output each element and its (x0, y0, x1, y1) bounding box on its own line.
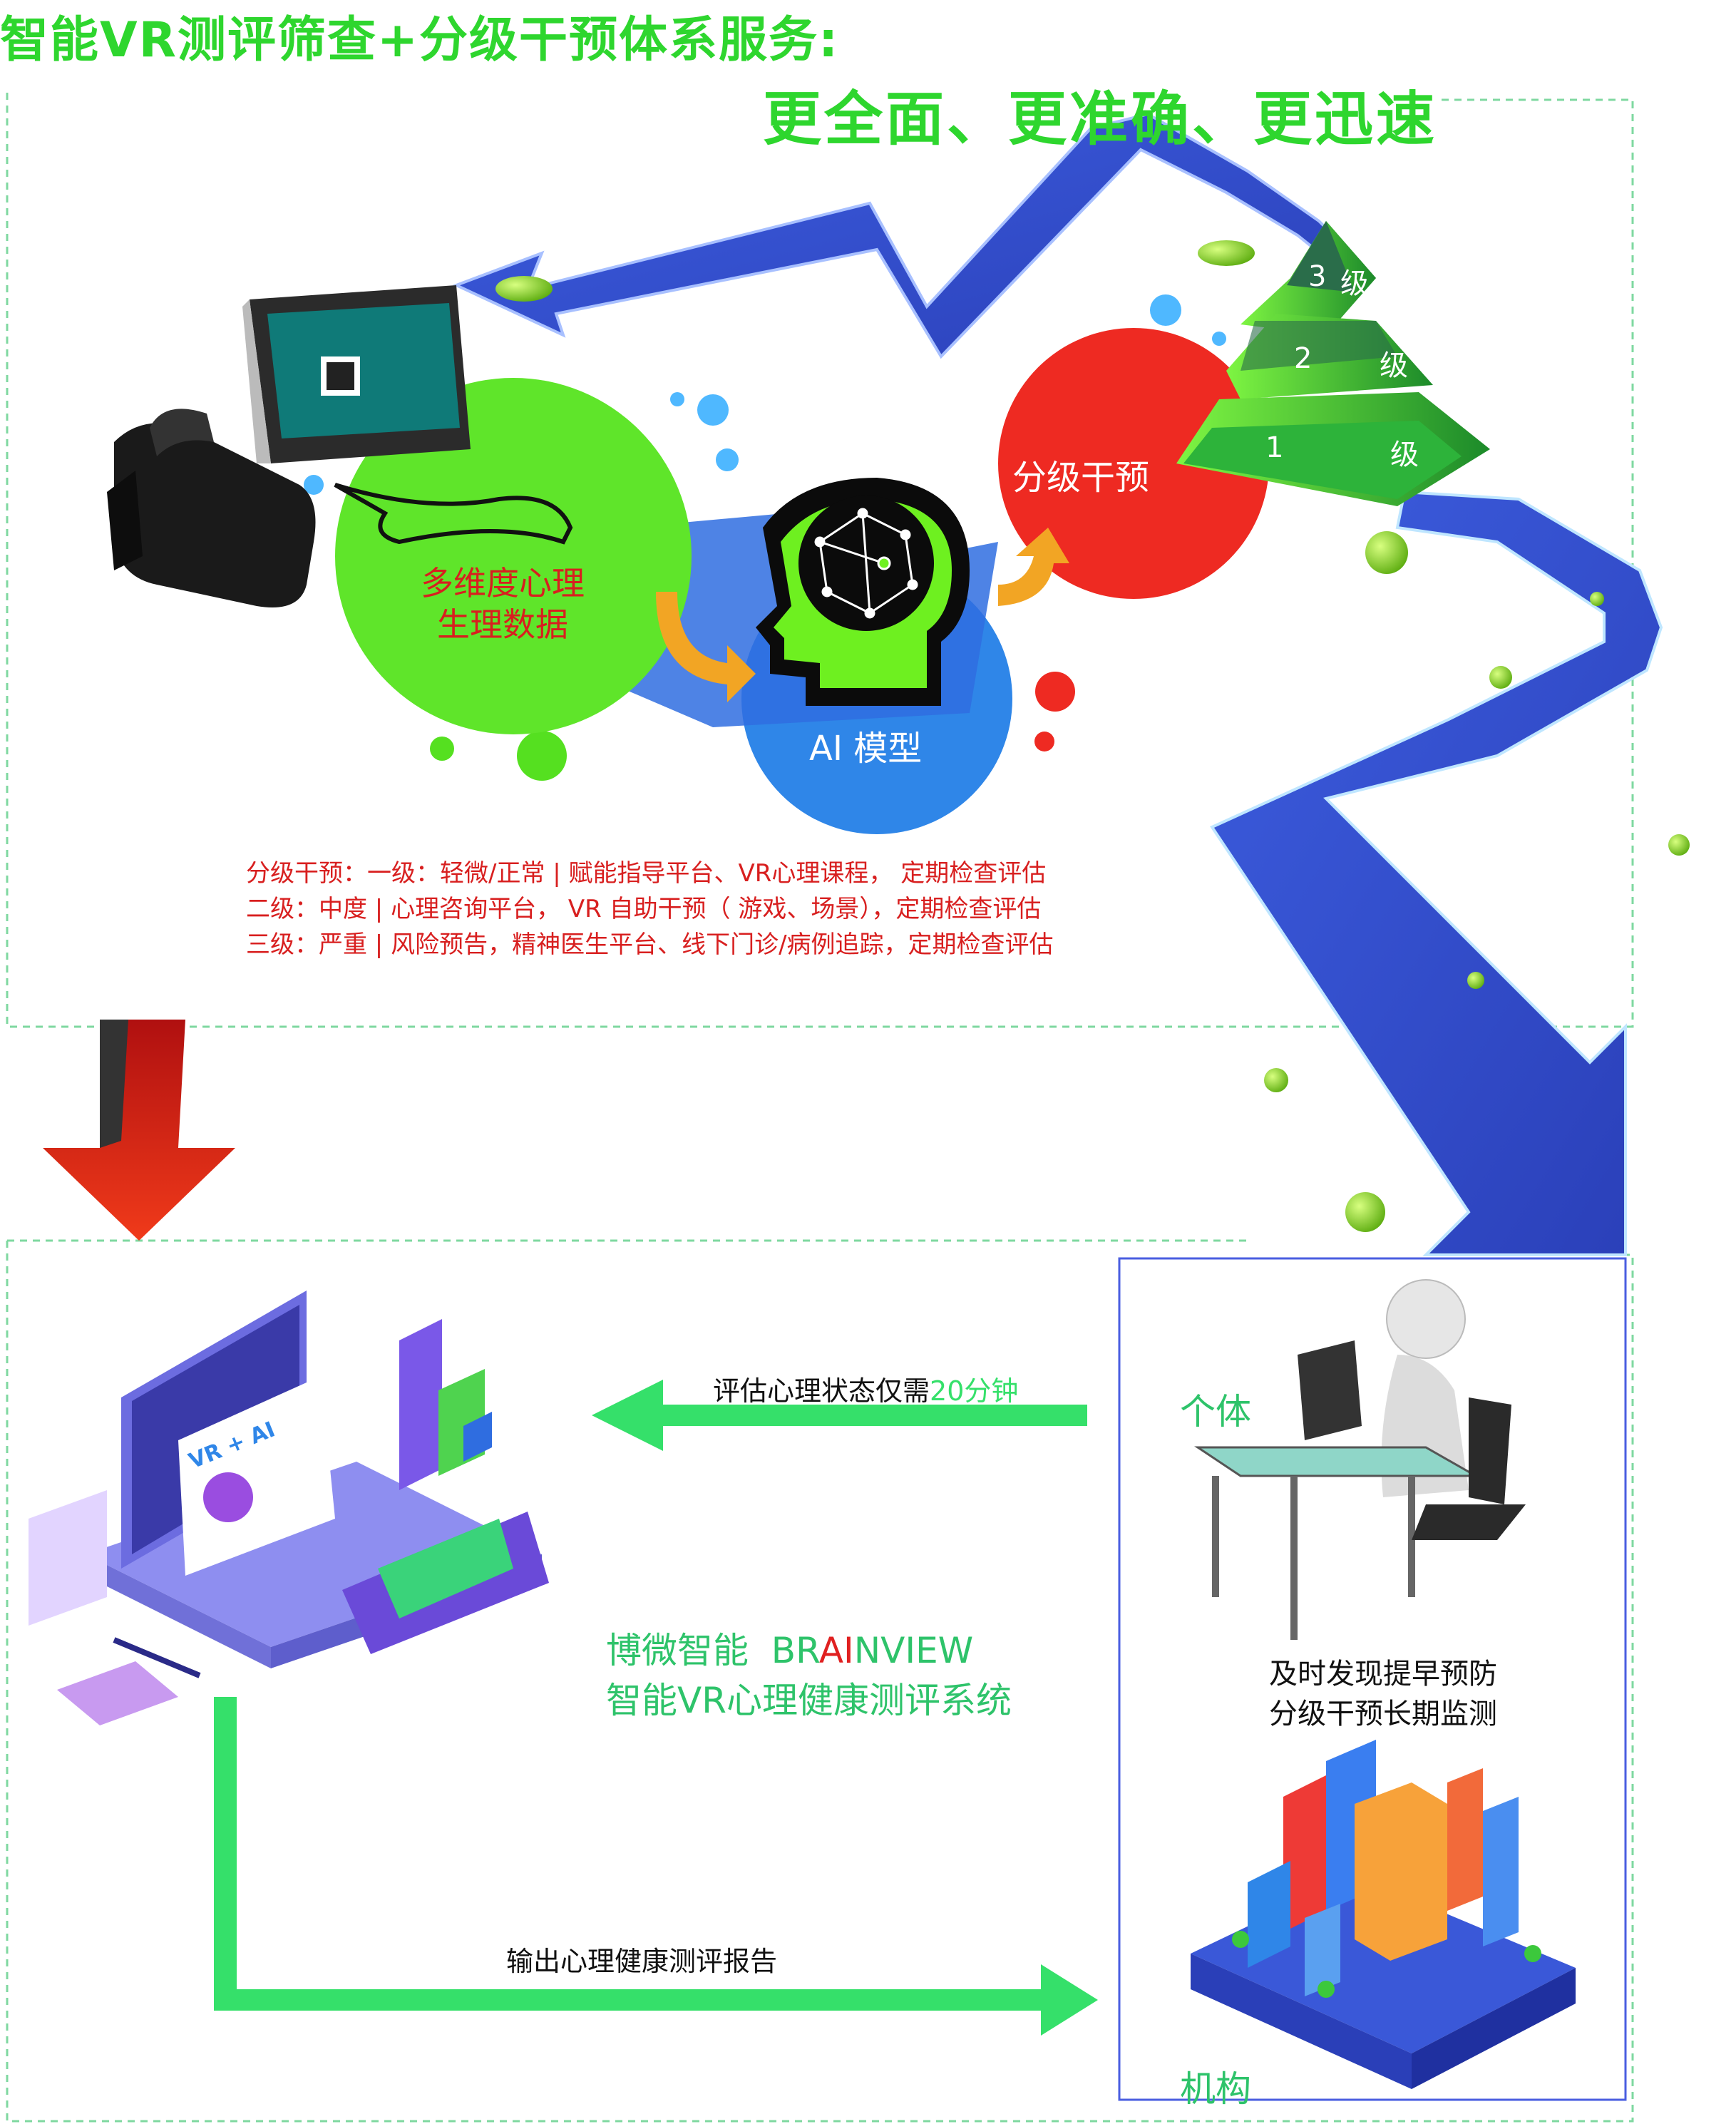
note-line: 二级：中度 | 心理咨询平台， VR 自助干预（ 游戏、场景），定期检查评估 (246, 895, 1042, 923)
data-circle-label: 多维度心理 生理数据 (421, 563, 585, 645)
green-circle-data (335, 378, 692, 734)
decorative-balls (304, 240, 1690, 1232)
vr-headset-image (107, 409, 316, 607)
eval-prefix: 评估心理状态仅需 (713, 1375, 930, 1407)
data-label-line2: 生理数据 (437, 605, 568, 644)
system-name: 智能VR心理健康测评系统 (606, 1680, 1012, 1721)
pyramid-level-2-suffix: 级 (1380, 349, 1408, 382)
pyramid-level-1-number: 1 (1265, 431, 1284, 464)
intervention-label: 分级干预 (1012, 458, 1150, 498)
pyramid-level-1-suffix: 级 (1390, 438, 1419, 471)
ai-model-label: AI 模型 (809, 729, 923, 769)
pyramid-levels (1176, 221, 1490, 506)
brand-ai: AI (818, 1630, 854, 1671)
main-title: 智能VR测评筛查+分级干预体系服务: (0, 12, 840, 68)
orange-arrow-ai-to-intervention (998, 528, 1069, 606)
eval-highlight: 20分钟 (930, 1375, 1019, 1407)
intervention-notes: 分级干预：一级：轻微/正常 | 赋能指导平台、VR心理课程， 定期检查评估 二级… (246, 856, 1054, 963)
note-line: 三级：严重 | 风险预告，精神医生平台、线下门诊/病例追踪，定期检查评估 (246, 930, 1054, 959)
laptop-isometric-illustration (29, 1291, 549, 1725)
brand-post: NVIEW (853, 1630, 974, 1671)
red-down-arrow (43, 1020, 235, 1241)
tablet-device-image (242, 285, 573, 545)
detect-line1: 及时发现提早预防 (1269, 1658, 1497, 1691)
pyramid-level-3-number: 3 (1308, 260, 1327, 293)
company-name: 博微智能 (606, 1630, 749, 1671)
note-line: 分级干预：一级：轻微/正常 | 赋能指导平台、VR心理课程， 定期检查评估 (246, 859, 1047, 888)
red-circle-intervention (998, 328, 1269, 599)
green-flow-arrows (214, 1380, 1098, 2036)
organization-label: 机构 (1180, 2068, 1251, 2110)
detect-prevent-text: 及时发现提早预防 分级干预长期监测 (1269, 1654, 1497, 1734)
eval-time-label: 评估心理状态仅需20分钟 (713, 1369, 1018, 1408)
upper-dashed-frame (6, 93, 1634, 1028)
person-at-desk-illustration (1194, 1279, 1526, 1640)
data-label-line1: 多维度心理 (421, 564, 585, 602)
city-isometric-illustration (1191, 1740, 1576, 2089)
slogan: 更全面、更准确、更迅速 (763, 86, 1438, 153)
brand-pre: BR (771, 1630, 819, 1671)
detect-line2: 分级干预长期监测 (1269, 1698, 1497, 1730)
pyramid-level-2-number: 2 (1294, 342, 1313, 375)
brand-line: 博微智能 BRAINVIEW (606, 1626, 1012, 1676)
ai-head-icon (756, 478, 970, 706)
brand-block: 博微智能 BRAINVIEW 智能VR心理健康测评系统 (606, 1626, 1012, 1725)
zigzag-ribbon-right (1210, 490, 1663, 1256)
orange-arrow-data-to-ai (656, 592, 756, 702)
output-report-label: 输出心理健康测评报告 (506, 1946, 778, 1977)
individual-label: 个体 (1180, 1391, 1251, 1432)
pyramid-level-3-suffix: 级 (1340, 267, 1369, 300)
individual-org-frame (1118, 1257, 1627, 2101)
